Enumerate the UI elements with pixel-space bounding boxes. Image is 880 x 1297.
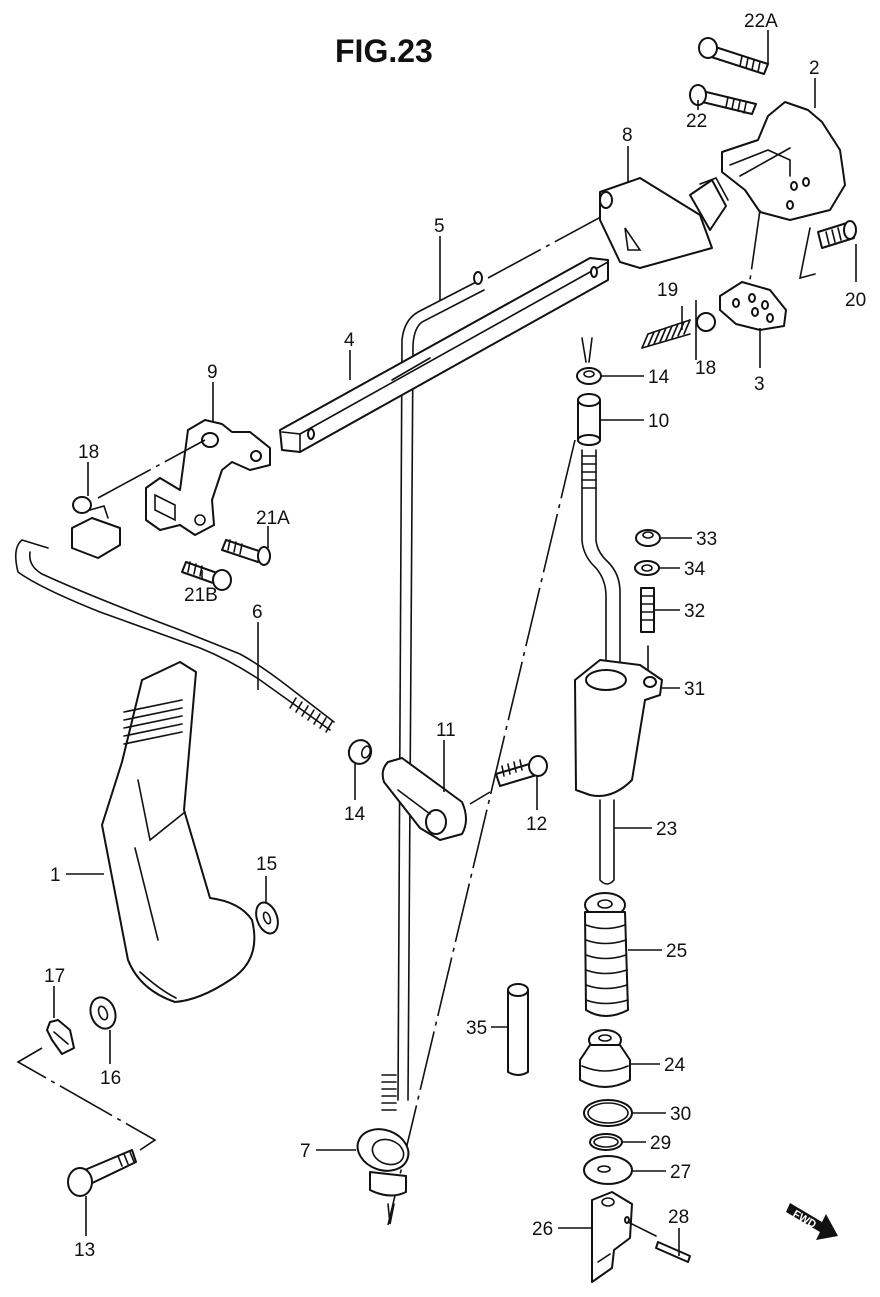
figure-title: FIG.23 [335,33,433,69]
part-20-spring [641,319,691,349]
callout-17: 17 [44,966,65,987]
part-10-coupler [577,393,601,446]
assembly-line [798,227,816,280]
callout-2: 2 [809,58,820,79]
part-31-housing [574,659,663,797]
part-14-nut-lower [347,739,373,765]
callout-31: 31 [684,679,705,700]
part-6-rod [14,539,335,733]
part-22-bolt [689,84,757,115]
part-25-boot [584,892,629,1017]
part-17-nut [46,1019,75,1055]
part-13-bolt [67,1149,137,1197]
callout-23: 23 [656,819,677,840]
callout-15: 15 [256,854,277,875]
callout-32: 32 [684,601,705,622]
callout-26: 26 [532,1219,553,1240]
assembly-line [487,211,611,279]
callout-9: 9 [207,362,218,383]
part-19-ball [696,312,716,332]
callout-21a: 21A [256,508,290,529]
callout-28: 28 [668,1207,689,1228]
callout-27: 27 [670,1162,691,1183]
callout-35: 35 [466,1018,487,1039]
callout-7: 7 [300,1141,311,1162]
callout-4: 4 [344,330,355,351]
part-29-ring [589,1133,623,1151]
part-33-nut [635,529,661,547]
assembly-line [469,791,491,805]
part-30-oring [583,1099,633,1127]
part-15-washer [255,901,279,935]
callout-20: 19 [657,280,678,301]
callout-1: 1 [50,865,61,886]
assembly-line [97,439,206,499]
part-35-pin [507,983,529,1076]
fwd-direction-badge: FWD [786,1203,838,1240]
callout-labels: 22A 22 2 8 5 20 19 18 3 4 14 9 10 18 21A… [44,11,866,1261]
callout-19: 18 [695,358,716,379]
part-1-handle [101,661,256,1003]
callout-25: 25 [666,941,687,962]
part-8-housing [599,177,729,269]
callout-12: 12 [526,814,547,835]
part-14-nut-upper [576,337,602,385]
part-11-lever [381,757,467,841]
callout-6: 6 [252,602,263,623]
part-9-bracket [145,419,271,536]
callout-11: 11 [436,720,456,741]
part-3-plate [719,281,787,331]
assembly-line [387,439,576,1226]
part-23-rod [581,449,621,885]
part-32-stud [640,587,655,671]
callout-18: 18 [78,442,99,463]
callout-14-upper: 14 [648,367,670,388]
callout-5: 5 [434,216,445,237]
part-34-washer [634,560,660,576]
callout-3: 3 [754,374,765,395]
part-27-washer [583,1155,633,1185]
fwd-label: FWD [791,1208,819,1231]
part-18-clip [71,496,121,559]
assembly-line [749,209,761,281]
part-7-grommet [356,1128,410,1225]
callout-21b: 21B [184,585,218,606]
callout-30: 30 [670,1104,691,1125]
callout-21: 20 [845,290,866,311]
part-24-plug [579,1029,631,1088]
callout-14-lower: 14 [344,804,366,825]
callout-34: 34 [684,559,706,580]
part-4-bar [279,257,609,453]
callout-16: 16 [100,1068,121,1089]
part-21-bolt [817,220,857,249]
part-16-washer [89,996,117,1030]
part-21b-bolt [181,561,232,591]
part-2-cam [721,101,846,221]
callout-8: 8 [622,125,633,146]
part-26-bracket [591,1191,633,1283]
callout-22: 22 [686,111,707,132]
callout-24: 24 [664,1055,686,1076]
part-22a-bolt [698,37,769,75]
callout-10: 10 [648,411,669,432]
callout-22a: 22A [744,11,778,32]
part-12-bolt [495,755,548,787]
part-21a-screw [221,539,271,566]
leader-lines [53,30,857,1256]
assembly-line [16,1047,157,1151]
callout-29: 29 [650,1133,671,1154]
part-28-pin [627,1221,691,1263]
callout-33: 33 [696,529,717,550]
callout-13: 13 [74,1240,95,1261]
part-5-rod [381,271,485,1111]
